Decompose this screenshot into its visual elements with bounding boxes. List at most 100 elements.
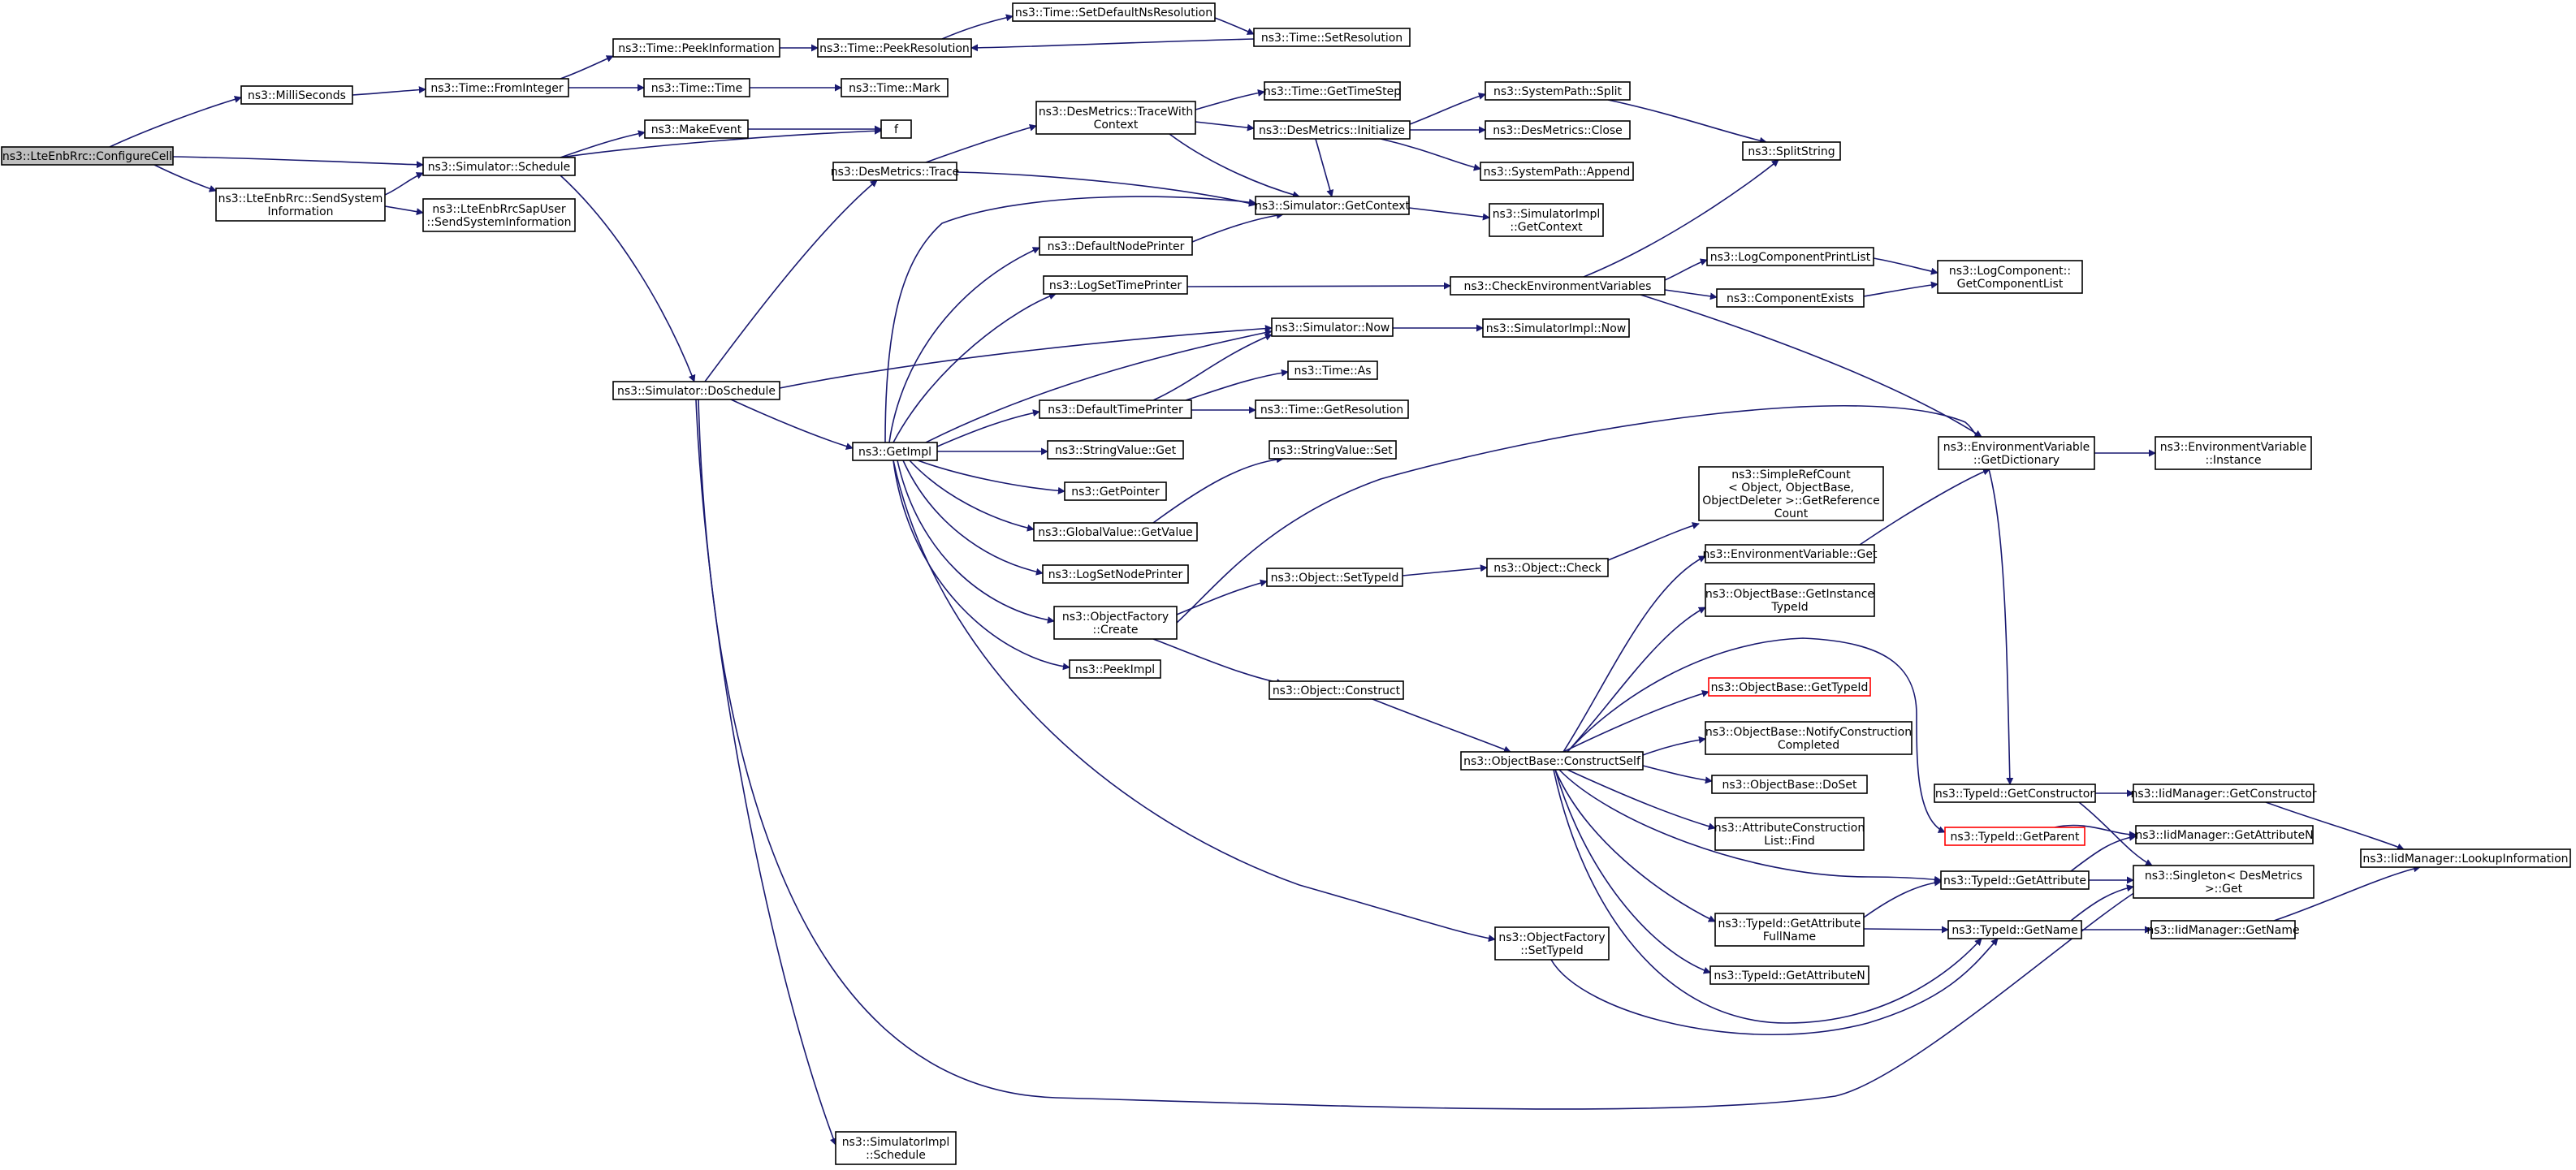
node-envGetDictionary[interactable]: ns3::EnvironmentVariable::GetDictionary — [1938, 436, 2095, 470]
node-box — [1934, 784, 2096, 803]
node-desClose[interactable]: ns3::DesMetrics::Close — [1485, 120, 1631, 140]
node-getAttributeN[interactable]: ns3::TypeId::GetAttributeN — [1709, 965, 1869, 985]
node-label: ns3::MilliSeconds — [248, 89, 346, 102]
node-box — [1, 146, 174, 166]
edge-iidGetName-to-iidLookupInformation — [2273, 865, 2421, 922]
edge-objectSetTypeId-to-objectCheck — [1402, 564, 1488, 576]
node-stringValueSet[interactable]: ns3::StringValue::Set — [1269, 440, 1397, 460]
node-componentExists[interactable]: ns3::ComponentExists — [1716, 288, 1865, 308]
node-desInitialize[interactable]: ns3::DesMetrics::Initialize — [1253, 120, 1411, 140]
node-objectBaseDoSet[interactable]: ns3::ObjectBase::DoSet — [1711, 775, 1868, 794]
node-setResolution[interactable]: ns3::Time::SetResolution — [1253, 28, 1411, 47]
edge-constructSelf-to-typeIdGetAttribute — [1558, 769, 1942, 883]
node-timeAs[interactable]: ns3::Time::As — [1287, 360, 1378, 380]
node-sendSysInfo[interactable]: ns3::LteEnbRrc::SendSystemInformation — [215, 188, 386, 222]
node-setDefaultNsRes[interactable]: ns3::Time::SetDefaultNsResolution — [1012, 2, 1216, 22]
edge-typeIdGetConstructor-to-singletonGet — [2078, 801, 2153, 866]
node-getImpl[interactable]: ns3::GetImpl — [852, 442, 938, 461]
node-objectSetTypeId[interactable]: ns3::Object::SetTypeId — [1266, 568, 1403, 587]
edge-getImpl-to-logSetTimePrinter — [893, 292, 1057, 443]
node-peekResolution[interactable]: ns3::Time::PeekResolution — [817, 38, 972, 58]
node-box — [643, 78, 750, 97]
edge-getImpl-to-defaultNodePrinter — [888, 247, 1040, 443]
node-label: ns3::Simulator::GetContext — [1255, 200, 1411, 213]
edge-getImpl-to-globalValueGetValue — [909, 460, 1035, 532]
node-label: ns3::Simulator::Schedule — [428, 161, 571, 174]
node-label: ns3::EnvironmentVariable::Get — [1703, 548, 1878, 561]
node-implSchedule[interactable]: ns3::SimulatorImpl::Schedule — [835, 1131, 957, 1165]
node-fromInteger[interactable]: ns3::Time::FromInteger — [425, 78, 569, 97]
edge-objectFactoryCreate-to-objectSetTypeId — [1176, 579, 1268, 615]
node-objectCheck[interactable]: ns3::Object::Check — [1486, 558, 1609, 577]
edge-checkEnvVars-to-logComponentPrintList — [1664, 258, 1708, 281]
node-simNow[interactable]: ns3::Simulator::Now — [1271, 317, 1394, 337]
edge-getImpl-to-objectFactorySetTypeId — [893, 460, 1496, 943]
node-logSetTimePrinter[interactable]: ns3::LogSetTimePrinter — [1043, 275, 1188, 295]
node-box — [1047, 440, 1184, 460]
node-iidGetConstructor[interactable]: ns3::IidManager::GetConstructor — [2130, 784, 2317, 803]
node-box — [1253, 28, 1411, 47]
node-logComponentPrintList[interactable]: ns3::LogComponentPrintList — [1706, 247, 1874, 266]
node-iidGetName[interactable]: ns3::IidManager::GetName — [2146, 920, 2300, 939]
node-systemPathSplit[interactable]: ns3::SystemPath::Split — [1485, 81, 1631, 101]
node-notifyConstructionCompleted[interactable]: ns3::ObjectBase::NotifyConstructionCompl… — [1705, 721, 1913, 755]
node-makeEvent[interactable]: ns3::MakeEvent — [644, 119, 749, 139]
node-getTimeStep[interactable]: ns3::Time::GetTimeStep — [1264, 81, 1401, 101]
node-timeMark[interactable]: ns3::Time::Mark — [841, 78, 949, 97]
node-desTrace[interactable]: ns3::DesMetrics::Trace — [831, 162, 960, 181]
node-milliSeconds[interactable]: ns3::MilliSeconds — [240, 85, 353, 105]
node-label: ns3::TypeId::GetAttribute — [1943, 874, 2086, 887]
node-typeIdGetConstructor[interactable]: ns3::TypeId::GetConstructor — [1934, 784, 2096, 803]
node-timeGetResolution[interactable]: ns3::Time::GetResolution — [1255, 399, 1409, 419]
node-defaultNodePrinter[interactable]: ns3::DefaultNodePrinter — [1039, 236, 1193, 256]
node-f[interactable]: f — [880, 119, 912, 139]
node-getComponentList[interactable]: ns3::LogComponent::GetComponentList — [1937, 260, 2083, 294]
node-stringValueGet[interactable]: ns3::StringValue::Get — [1047, 440, 1184, 460]
node-iidLookupInformation[interactable]: ns3::IidManager::LookupInformation — [2360, 848, 2571, 868]
node-box — [1944, 827, 2085, 846]
node-simpleRefCount[interactable]: ns3::SimpleRefCount< Object, ObjectBase,… — [1698, 466, 1884, 521]
node-timeTime[interactable]: ns3::Time::Time — [643, 78, 750, 97]
node-box — [1482, 318, 1630, 338]
node-objectFactoryCreate[interactable]: ns3::ObjectFactory::Create — [1053, 606, 1178, 640]
node-iidGetAttributeN[interactable]: ns3::IidManager::GetAttributeN — [2135, 825, 2314, 844]
node-configureCell[interactable]: ns3::LteEnbRrc::ConfigureCell — [1, 146, 174, 166]
node-box — [1711, 775, 1868, 794]
node-objectFactorySetTypeId[interactable]: ns3::ObjectFactory::SetTypeId — [1494, 926, 1610, 961]
edges-layer — [109, 14, 2421, 1146]
node-implNow[interactable]: ns3::SimulatorImpl::Now — [1482, 318, 1630, 338]
edge-defaultNodePrinter-to-getContext — [1191, 211, 1284, 243]
node-getContext[interactable]: ns3::Simulator::GetContext — [1255, 196, 1411, 215]
node-systemPathAppend[interactable]: ns3::SystemPath::Append — [1480, 162, 1634, 181]
node-logSetNodePrinter[interactable]: ns3::LogSetNodePrinter — [1042, 564, 1189, 584]
node-checkEnvVars[interactable]: ns3::CheckEnvironmentVariables — [1450, 276, 1666, 296]
edge-traceWithContext-to-getContext — [1169, 133, 1300, 199]
node-defaultTimePrinter[interactable]: ns3::DefaultTimePrinter — [1039, 399, 1192, 419]
node-objectConstruct[interactable]: ns3::Object::Construct — [1269, 680, 1404, 700]
node-constructSelf[interactable]: ns3::ObjectBase::ConstructSelf — [1460, 751, 1644, 771]
node-splitString[interactable]: ns3::SplitString — [1742, 141, 1841, 161]
node-typeIdGetAttribute[interactable]: ns3::TypeId::GetAttribute — [1940, 870, 2090, 890]
node-getPointer[interactable]: ns3::GetPointer — [1064, 481, 1167, 501]
node-typeIdGetParent[interactable]: ns3::TypeId::GetParent — [1944, 827, 2085, 846]
node-doSchedule[interactable]: ns3::Simulator::DoSchedule — [612, 381, 780, 400]
node-peekImpl[interactable]: ns3::PeekImpl — [1069, 659, 1161, 679]
node-sapUserSendSysInfo[interactable]: ns3::LteEnbRrcSapUser::SendSystemInforma… — [422, 198, 576, 232]
node-box — [1012, 2, 1216, 22]
node-envInstance[interactable]: ns3::EnvironmentVariable::Instance — [2155, 436, 2312, 470]
node-box — [1742, 141, 1841, 161]
node-singletonGet[interactable]: ns3::Singleton< DesMetrics>::Get — [2133, 865, 2315, 899]
node-implGetContext[interactable]: ns3::SimulatorImpl::GetContext — [1489, 203, 1604, 237]
node-envGet[interactable]: ns3::EnvironmentVariable::Get — [1703, 544, 1878, 563]
node-objectBaseGetTypeId[interactable]: ns3::ObjectBase::GetTypeId — [1708, 677, 1871, 697]
node-globalValueGetValue[interactable]: ns3::GlobalValue::GetValue — [1033, 522, 1198, 542]
node-label: GetComponentList — [1957, 278, 2064, 291]
node-typeIdGetName[interactable]: ns3::TypeId::GetName — [1947, 920, 2082, 939]
node-peekInformation[interactable]: ns3::Time::PeekInformation — [612, 38, 780, 58]
node-schedule[interactable]: ns3::Simulator::Schedule — [422, 157, 576, 176]
node-label: ns3::CheckEnvironmentVariables — [1464, 280, 1652, 293]
